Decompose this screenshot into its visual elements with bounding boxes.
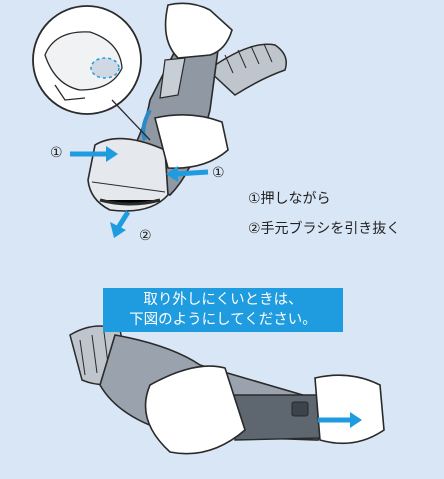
- press-arrow-right: [166, 166, 209, 182]
- press-arrow-left: [70, 146, 118, 162]
- marker-pull: ②: [139, 228, 152, 244]
- slide-arrow: [318, 412, 362, 428]
- marker-press-left: ①: [50, 145, 63, 161]
- instruction-step-2: ②手元ブラシを引き抜く: [248, 221, 401, 237]
- tip-banner-line2: 下図のようにしてください。: [129, 312, 317, 328]
- zoom-callout: [32, 5, 151, 141]
- marker-press-right: ①: [212, 165, 225, 181]
- upper-hand: [164, 2, 233, 59]
- hose-illustration: [206, 43, 287, 96]
- brush-illustration: [87, 137, 169, 212]
- lower-hands: [144, 365, 385, 455]
- pull-arrow: [110, 210, 131, 238]
- lower-brush: [229, 394, 327, 441]
- instruction-step-1: ①押しながら: [248, 191, 331, 207]
- tip-banner: 取り外しにくいときは、 下図のようにしてください。: [103, 288, 343, 332]
- tip-banner-line1: 取り外しにくいときは、: [143, 292, 303, 308]
- right-hand: [154, 114, 229, 169]
